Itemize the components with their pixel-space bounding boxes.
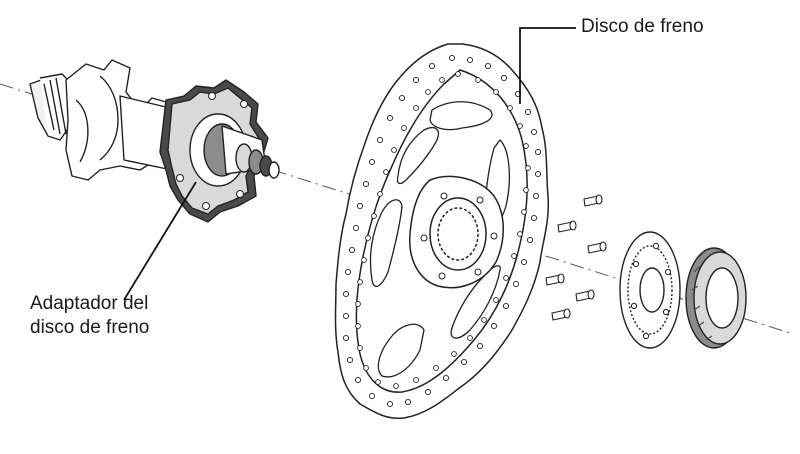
leader-line-brake-disc <box>519 27 576 104</box>
callout-adapter-line-1: Adaptador del <box>30 293 149 314</box>
bolt <box>551 308 571 321</box>
brake-disc-rotor <box>334 43 550 420</box>
hub-body <box>29 59 173 181</box>
callout-brake-disc-adapter: Adaptador del disco de freno <box>30 292 149 340</box>
leader-line-adapter <box>123 181 197 301</box>
bolt <box>583 194 603 207</box>
lockring <box>685 247 747 349</box>
center-lock-washer <box>619 231 681 349</box>
brake-disc-adapter <box>159 79 280 223</box>
bolt <box>587 241 607 254</box>
callout-adapter-line-2: disco de freno <box>30 317 150 338</box>
bolt <box>545 273 565 286</box>
mounting-bolts <box>545 194 607 321</box>
callout-brake-disc: Disco de freno <box>581 16 704 37</box>
bolt <box>557 220 577 233</box>
bolt <box>575 289 595 302</box>
callout-leaders <box>123 27 576 301</box>
